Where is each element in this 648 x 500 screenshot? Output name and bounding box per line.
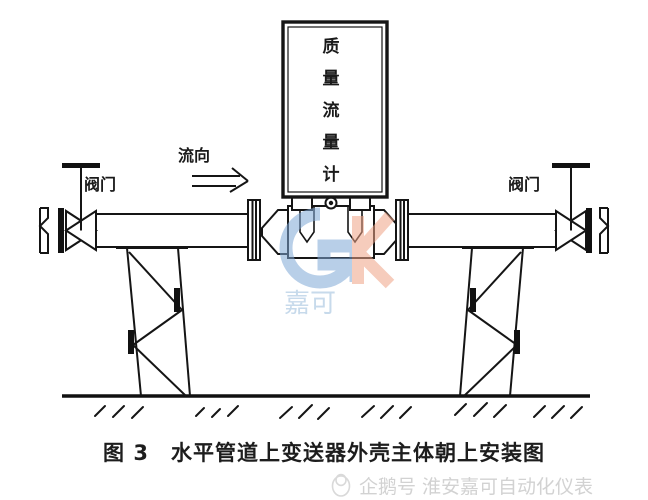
- sensor-body: [261, 195, 401, 259]
- transmitter-housing: [281, 20, 389, 199]
- ground-hatching: [94, 402, 583, 420]
- flange-right: [395, 199, 409, 261]
- valve-left-label: 阀门: [84, 175, 116, 194]
- meter-label: 质 量 流 量 计: [323, 37, 340, 185]
- support-right: [459, 243, 534, 397]
- valve-right-label: 阀门: [508, 175, 540, 194]
- meter-char-4: 计: [323, 164, 340, 185]
- flow-arrow-icon: [192, 167, 249, 193]
- meter-char-3: 量: [323, 132, 340, 153]
- figure-caption: 图 3 水平管道上变送器外壳主体朝上安装图: [103, 441, 545, 465]
- meter-char-1: 量: [323, 68, 340, 89]
- support-left: [116, 243, 191, 397]
- meter-char-0: 质: [323, 37, 340, 57]
- flow-direction-annotation: 流向: [178, 146, 249, 193]
- ground: [62, 394, 590, 420]
- valve-right: [552, 163, 610, 254]
- flow-direction-label: 流向: [178, 146, 210, 165]
- flange-left: [247, 199, 261, 261]
- valve-left: [38, 163, 100, 254]
- meter-char-2: 流: [323, 100, 340, 121]
